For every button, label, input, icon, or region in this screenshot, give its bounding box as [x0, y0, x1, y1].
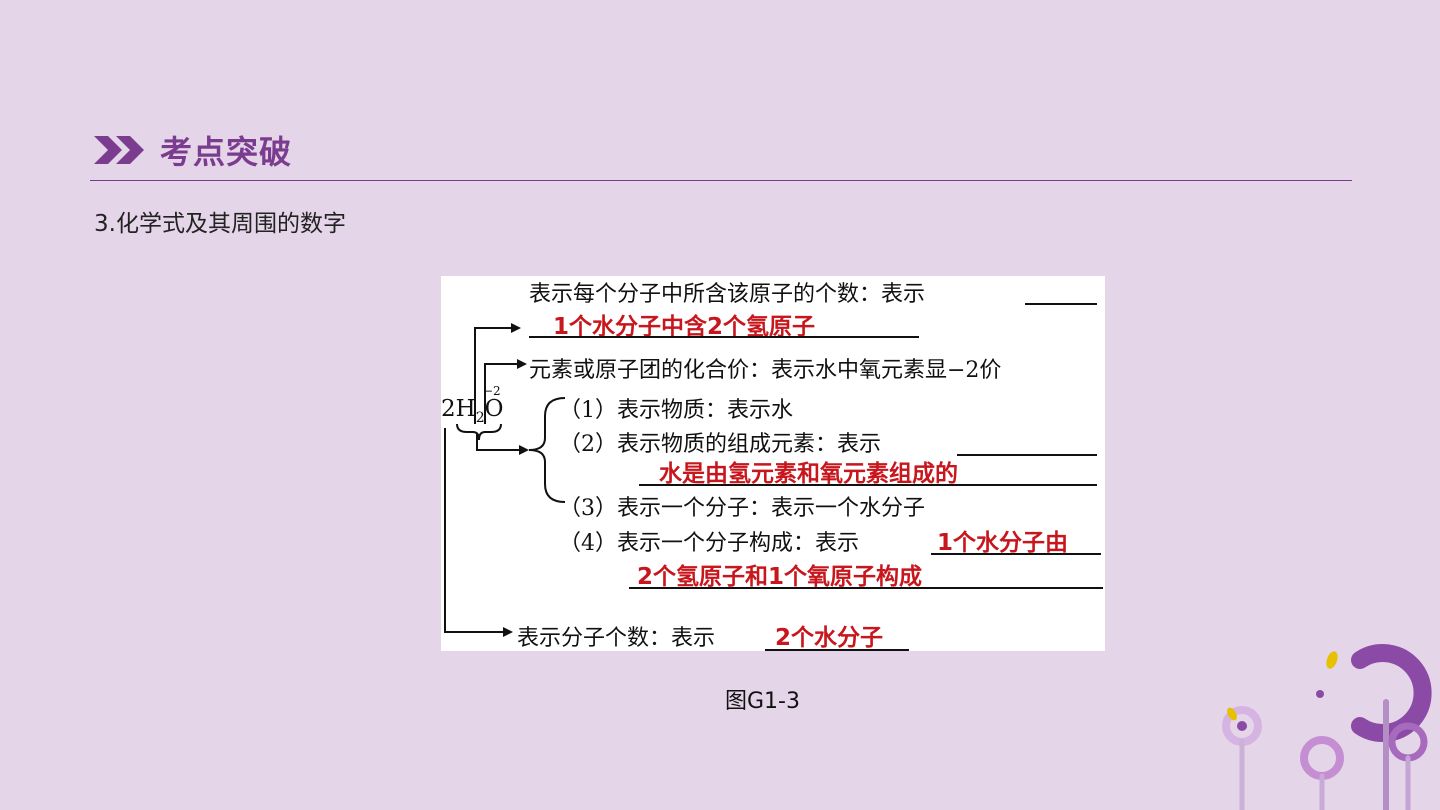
item-substance: （1）表示物质：表示水 — [559, 398, 793, 423]
blank-underline-1b — [529, 336, 919, 338]
flower-decoration — [1222, 644, 1432, 810]
blank-underline-4b — [629, 587, 1103, 589]
answer-structure-b: 2个氢原子和1个氧原子构成 — [637, 564, 923, 590]
formula-subscript: 2 — [475, 410, 485, 426]
line-atom-count: 表示每个分子中所含该原子的个数：表示 — [529, 282, 926, 307]
answer-atom-count: 1个水分子中含2个氢原子 — [553, 314, 816, 340]
blank-underline-2a — [957, 454, 1097, 456]
section-header: 考点突破 — [92, 128, 292, 172]
diagram-arrows — [444, 323, 566, 637]
blank-underline-5 — [765, 649, 909, 651]
item-molecule-structure: （4）表示一个分子构成：表示 — [559, 531, 859, 556]
formula-hydrogen: H — [455, 396, 476, 422]
section-title: 考点突破 — [160, 133, 293, 171]
item-elements: （2）表示物质的组成元素：表示 — [559, 432, 881, 457]
line-valence: 元素或原子团的化合价：表示水中氧元素显−2价 — [529, 358, 1002, 383]
double-chevron-icon — [94, 136, 144, 164]
figure-caption: 图G1-3 — [725, 689, 800, 714]
item-one-molecule: （3）表示一个分子：表示一个水分子 — [559, 496, 925, 521]
answer-elements: 水是由氢元素和氧元素组成的 — [659, 461, 958, 487]
blank-underline-1a — [1025, 303, 1097, 305]
subtitle: 3.化学式及其周围的数字 — [94, 211, 346, 237]
chemical-formula: 2H2O — [441, 396, 504, 426]
formula-coefficient: 2 — [441, 396, 456, 422]
formula-oxygen: O — [484, 396, 504, 422]
line-molecule-count: 表示分子个数：表示 — [517, 626, 716, 651]
valence-label: −2 — [483, 384, 501, 398]
answer-molecule-count: 2个水分子 — [775, 625, 884, 651]
blank-underline-4a — [931, 553, 1101, 555]
answer-structure-a: 1个水分子由 — [937, 530, 1069, 556]
figure-image: 2H2O −2 表示每个分子中所含该原子的个数：表示 1个水分子中含2个氢原子 … — [441, 276, 1105, 651]
blank-underline-2b — [639, 484, 1097, 486]
header-divider — [90, 180, 1352, 181]
